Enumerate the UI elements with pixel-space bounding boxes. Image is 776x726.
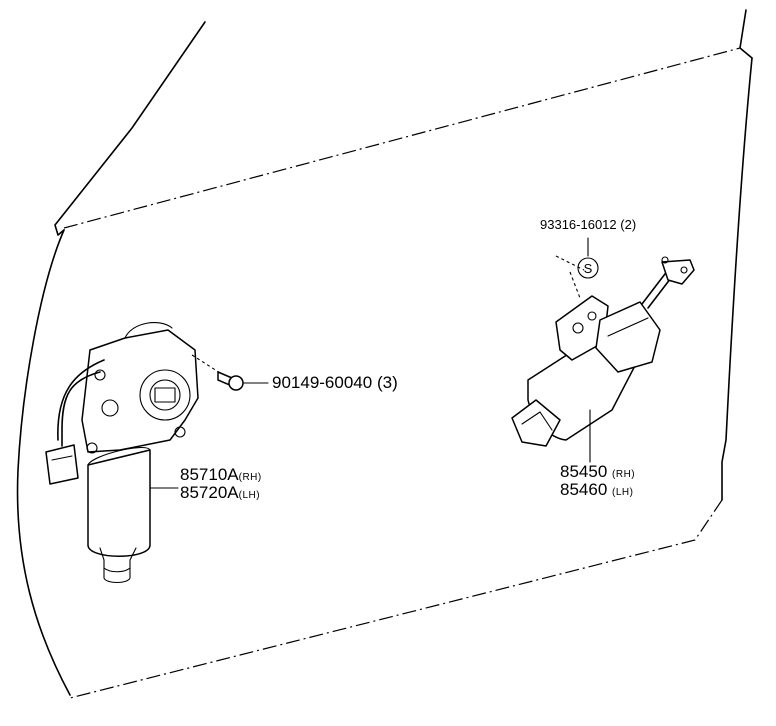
lock-actuator-illustration [511,237,695,463]
screw-illustration [217,371,269,391]
motor-lh-number: 85720A [180,483,239,502]
clip-number: 93316-16012 [540,217,617,232]
regulator-motor-illustration [45,322,229,584]
screw-part-number: 90149-60040 (3) [272,374,398,391]
actuator-rh-part-number: 85450 (RH) [560,463,635,480]
motor-rh-side: (RH) [238,472,262,483]
clip-symbol: S [577,257,599,279]
screw-number: 90149-60040 [272,373,373,392]
clip-symbol-letter: S [584,261,593,276]
actuator-lh-side: (LH) [612,487,634,498]
motor-rh-number: 85710A [180,465,239,484]
clip-part-number: 93316-16012 (2) [540,218,636,231]
door-outline [16,9,753,699]
screw-qty: (3) [376,373,398,392]
motor-lh-part-number: 85720A(LH) [180,484,260,501]
motor-lh-side: (LH) [238,490,261,501]
actuator-lh-part-number: 85460 (LH) [560,481,633,498]
clip-qty: (2) [620,217,637,232]
actuator-lh-number: 85460 [560,480,608,499]
actuator-rh-number: 85450 [560,462,608,481]
actuator-rh-side: (RH) [612,469,636,480]
motor-rh-part-number: 85710A(RH) [180,466,262,483]
